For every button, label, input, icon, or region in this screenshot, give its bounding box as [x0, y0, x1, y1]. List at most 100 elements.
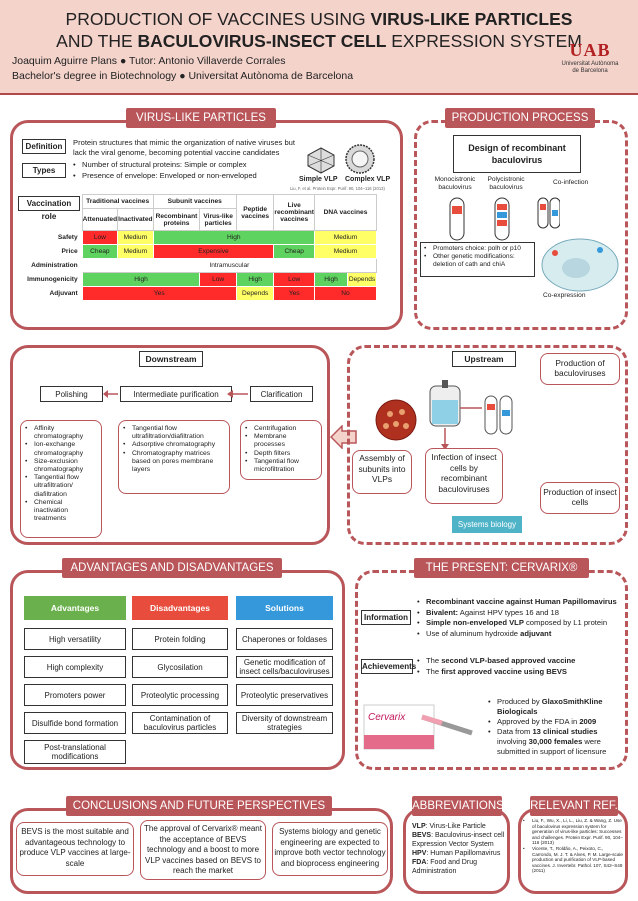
header-traditional: Traditional vaccines: [81, 194, 154, 209]
advantage-item: Disulfide bond formation: [24, 712, 126, 734]
reference-item: Vicente, T., Roldão, A., Peixoto, C., Ca…: [523, 846, 624, 874]
assembly-box: Assembly of subunits into VLPs: [352, 450, 412, 494]
clarification-label: Clarification: [250, 386, 313, 402]
table-row: Safety Low Medium High Medium: [20, 230, 377, 245]
advantages-heading: ADVANTAGES AND DISADVANTAGES: [62, 558, 282, 578]
poster-header: [0, 0, 638, 95]
types-list: Number of structural proteins: Simple or…: [73, 159, 308, 181]
types-label: Types: [22, 163, 66, 178]
systems-biology-badge: Systems biology: [452, 516, 522, 533]
header-recombinant: Recombinant proteins: [152, 208, 201, 231]
simple-vlp-label: Simple VLP: [299, 176, 338, 183]
fact-item: Approved by the FDA in 2009: [488, 717, 626, 727]
downstream-label: Downstream: [139, 351, 203, 367]
info-item: Bivalent: Against HPV types 16 and 18: [417, 608, 625, 619]
clarification-list: Centrifugation Membrane processes Depth …: [240, 420, 322, 480]
type-item: Number of structural proteins: Simple or…: [73, 159, 308, 170]
reference-item: Liu, F., Wu, X., Li, L., Liu, Z. & Wang,…: [523, 818, 624, 846]
vaccination-table: Traditional vaccines Subunit vaccines Pe…: [20, 194, 378, 301]
complex-vlp-icon: [345, 144, 375, 174]
advantage-item: High complexity: [24, 656, 126, 678]
simple-vlp-icon: [307, 147, 335, 174]
baculovirus-icon: [449, 197, 560, 241]
downstream-section: [10, 345, 330, 545]
production-baculoviruses: Production of baculoviruses: [540, 353, 620, 385]
header-attenuated: Attenuated: [81, 208, 119, 231]
bioreactor-illustration: [375, 380, 513, 450]
conclusions-heading: CONCLUSIONS AND FUTURE PERSPECTIVES: [66, 796, 332, 816]
polycistronic-label: Polycistronic baculovirus: [487, 176, 525, 191]
advantages-col-header: Advantages: [24, 596, 126, 620]
table-row: Adjuvant Yes Depends Yes No: [20, 286, 377, 301]
references-list: Liu, F., Wu, X., Li, L., Liu, Z. & Wang,…: [523, 818, 624, 874]
cervarix-package-image: [363, 704, 473, 750]
header-dna: DNA vaccines: [314, 194, 377, 231]
header-peptide: Peptide vaccines: [235, 194, 275, 231]
achievement-item: The second VLP-based approved vaccine: [417, 656, 625, 667]
advantage-item: High versatility: [24, 628, 126, 650]
abbreviation-item: HPV: Human Papillomavirus: [412, 850, 501, 857]
abbreviations-heading: ABBREVIATIONS: [412, 796, 504, 816]
production-bullet: Promoters choice: polh or p10: [424, 245, 531, 253]
fact-item: Data from 13 clinical studies involving …: [488, 727, 626, 757]
header-live: Live recombinant vaccines: [273, 194, 315, 231]
upstream-section: [347, 345, 628, 545]
abbreviation-item: FDA: Food and Drug Administration: [412, 859, 477, 875]
header-vlp: Virus-like particles: [199, 208, 237, 231]
achievement-item: The first approved vaccine using BEVS: [417, 667, 625, 678]
complex-vlp-label: Complex VLP: [345, 176, 391, 183]
type-item: Presence of envelope: Enveloped or non-e…: [73, 170, 308, 181]
poster-title: PRODUCTION OF VACCINES USING VIRUS-LIKE …: [56, 9, 582, 51]
uab-logo: UAB Universitat Autònoma de Barcelona: [561, 40, 619, 74]
info-item: Use of aluminum hydroxide adjuvant: [417, 629, 625, 640]
cervarix-heading: THE PRESENT: CERVARIX®: [414, 558, 589, 578]
solutions-col-header: Solutions: [236, 596, 333, 620]
degree-line: Bachelor's degree in Biotechnology ● Uni…: [12, 70, 354, 82]
definition-label: Definition: [22, 139, 66, 154]
author-line: Joaquim Aguirre Plans ● Tutor: Antonio V…: [12, 55, 286, 67]
info-item: Simple non-enveloped VLP composed by L1 …: [417, 618, 625, 629]
achievements-label: Achievements: [361, 659, 416, 674]
abbreviation-item: VLP: Virus-Like Particle: [412, 823, 486, 830]
advantage-item: Promoters power: [24, 684, 126, 706]
vlp-heading: VIRUS-LIKE PARTICLES: [126, 108, 276, 128]
references-heading: RELEVANT REF.: [530, 796, 618, 816]
conclusion-box: BEVS is the most suitable and advantageo…: [16, 822, 134, 876]
polishing-label: Polishing: [40, 386, 103, 402]
solution-item: Genetic modification of insect cells/bac…: [236, 656, 333, 678]
achievements-list: The second VLP-based approved vaccine Th…: [417, 656, 625, 677]
insect-cell-icon: [541, 238, 619, 292]
cervarix-product-name: Cervarix: [368, 712, 406, 723]
table-row: Administration Intramuscular: [20, 258, 378, 273]
table-row: Immunogenicity High Low High Low High De…: [20, 272, 377, 287]
disadvantage-item: Proteolytic processing: [132, 684, 228, 706]
disadvantage-item: Glycosilation: [132, 656, 228, 678]
upstream-label: Upstream: [452, 351, 516, 367]
info-item: Recombinant vaccine against Human Papill…: [417, 597, 625, 608]
production-insect-cells: Production of insect cells: [540, 482, 620, 514]
intermediate-list: Tangential flow ultrafiltration/diafiltr…: [118, 420, 230, 494]
header-subunit: Subunit vaccines: [152, 194, 237, 209]
coexpression-label: Co-expression: [543, 292, 586, 299]
information-label: Information: [361, 610, 411, 625]
infection-box: Infection of insect cells by recombinant…: [425, 448, 503, 504]
author-info: Joaquim Aguirre Plans ● Tutor: Antonio V…: [12, 54, 353, 84]
flow-arrows: [103, 390, 248, 398]
advantage-item: Post-translational modifications: [24, 740, 126, 764]
image-reference: Liu, F. et al. Protein Expr. Purif. 90, …: [290, 186, 385, 191]
abbreviations-list: VLP: Virus-Like Particle BEVS: Baculovir…: [412, 822, 506, 876]
cervarix-facts: Produced by GlaxoSmithKline Biologicals …: [488, 697, 626, 757]
design-title: Design of recombinant baculovirus: [453, 135, 581, 173]
fact-item: Produced by GlaxoSmithKline Biologicals: [488, 697, 626, 717]
polishing-list: Affinity chromatography Ion-exchange chr…: [20, 420, 102, 538]
production-bullet: Other genetic modifications: deletion of…: [424, 253, 531, 269]
information-list: Recombinant vaccine against Human Papill…: [417, 597, 625, 639]
header-inactivated: Inactivated: [117, 208, 154, 231]
table-row: Price Cheap Medium Expensive Cheap Mediu…: [20, 244, 377, 259]
solution-item: Proteolytic preservatives: [236, 684, 333, 706]
production-heading: PRODUCTION PROCESS: [445, 108, 595, 128]
disadvantage-item: Protein folding: [132, 628, 228, 650]
disadvantage-item: Contamination of baculovirus particles: [132, 712, 228, 734]
solution-item: Chaperones or foldases: [236, 628, 333, 650]
conclusion-box: The approval of Cervarix® meant the acce…: [140, 820, 266, 880]
